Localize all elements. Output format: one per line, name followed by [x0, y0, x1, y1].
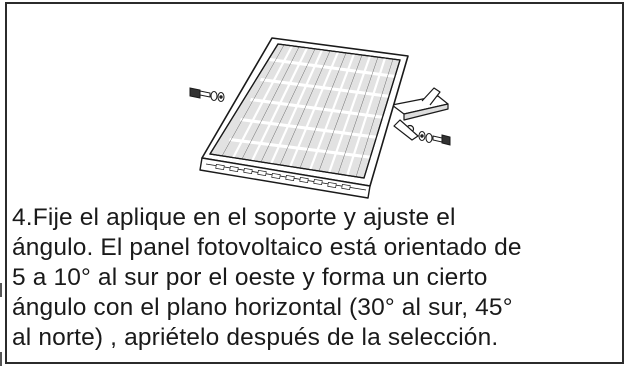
instruction-line: ángulo. El panel fotovoltaico está orien… [12, 234, 522, 261]
instruction-line: 5 a 10° al sur por el oeste y forma un c… [12, 264, 488, 291]
instruction-text: 4.Fije el aplique en el soporte y ajuste… [12, 203, 616, 353]
instruction-line: ángulo con el plano horizontal (30° al s… [12, 294, 513, 321]
instruction-line: 4.Fije el aplique en el soporte y ajuste… [12, 204, 456, 231]
page-margin-mark [0, 352, 2, 366]
instruction-frame [5, 2, 624, 364]
page-margin-mark [0, 283, 2, 297]
instruction-line: al norte) , apriételo después de la sele… [12, 324, 499, 351]
solar-panel-mounting-icon [189, 37, 451, 199]
